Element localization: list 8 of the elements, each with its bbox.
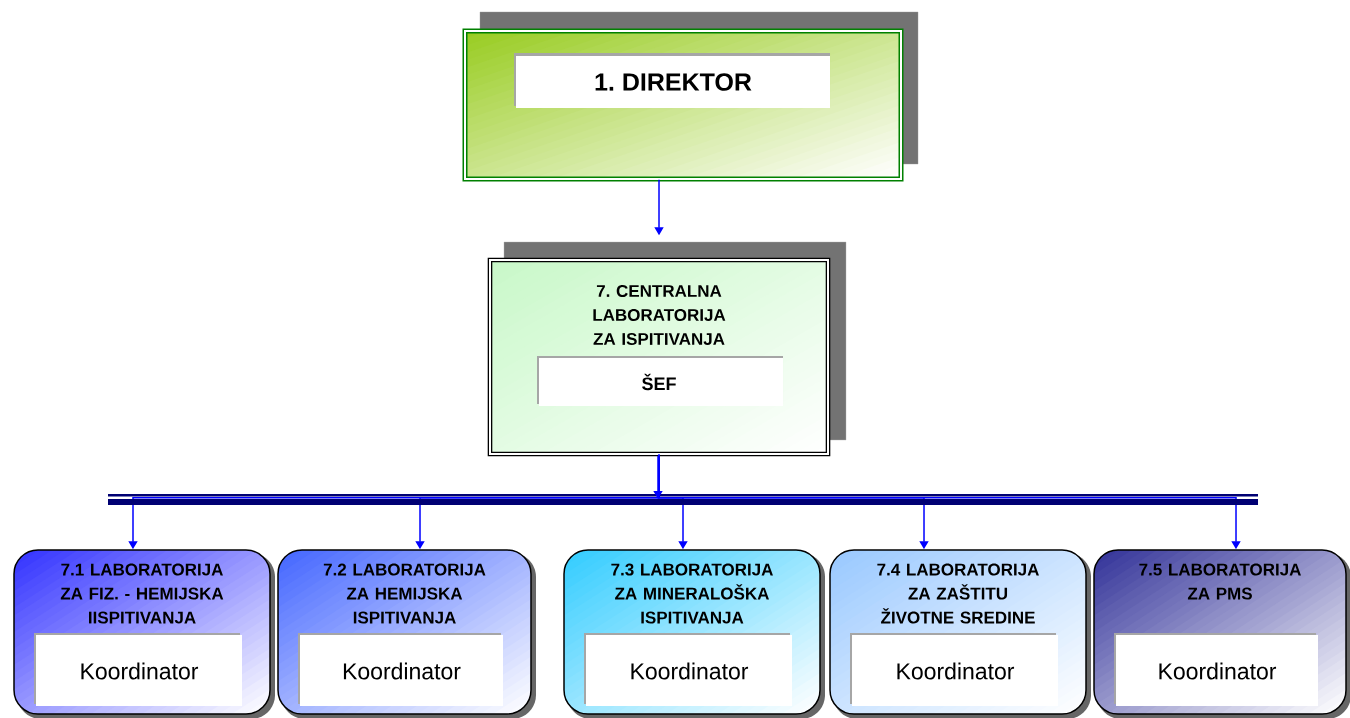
arrow [653,455,663,499]
laboratory-box: 7.1 LABORATORIJA ZA FIZ. - HEMIJSKA IISPITIVANJA Koordinator [13,549,275,718]
director-box: 1. DIREKTOR [462,11,919,182]
department-box: 7. CENTRALNA LABORATORIJA ZA ISPITIVANJA ŠEF [487,241,847,457]
laboratory-box: 7.2 LABORATORIJA ZA HEMIJSKA ISPITIVANJA Koordinator [277,549,536,718]
laboratory-box: 7.5 LABORATORIJA ZA PMS Koordinator [1093,549,1350,718]
laboratory-box: 7.3 LABORATORIJA ZA MINERALOŠKA ISPITIVANJA Koordinator [563,549,825,718]
laboratory-box: 7.4 LABORATORIJA ZA ZAŠTITU ŽIVOTNE SREDINE Koordinator [829,549,1091,718]
